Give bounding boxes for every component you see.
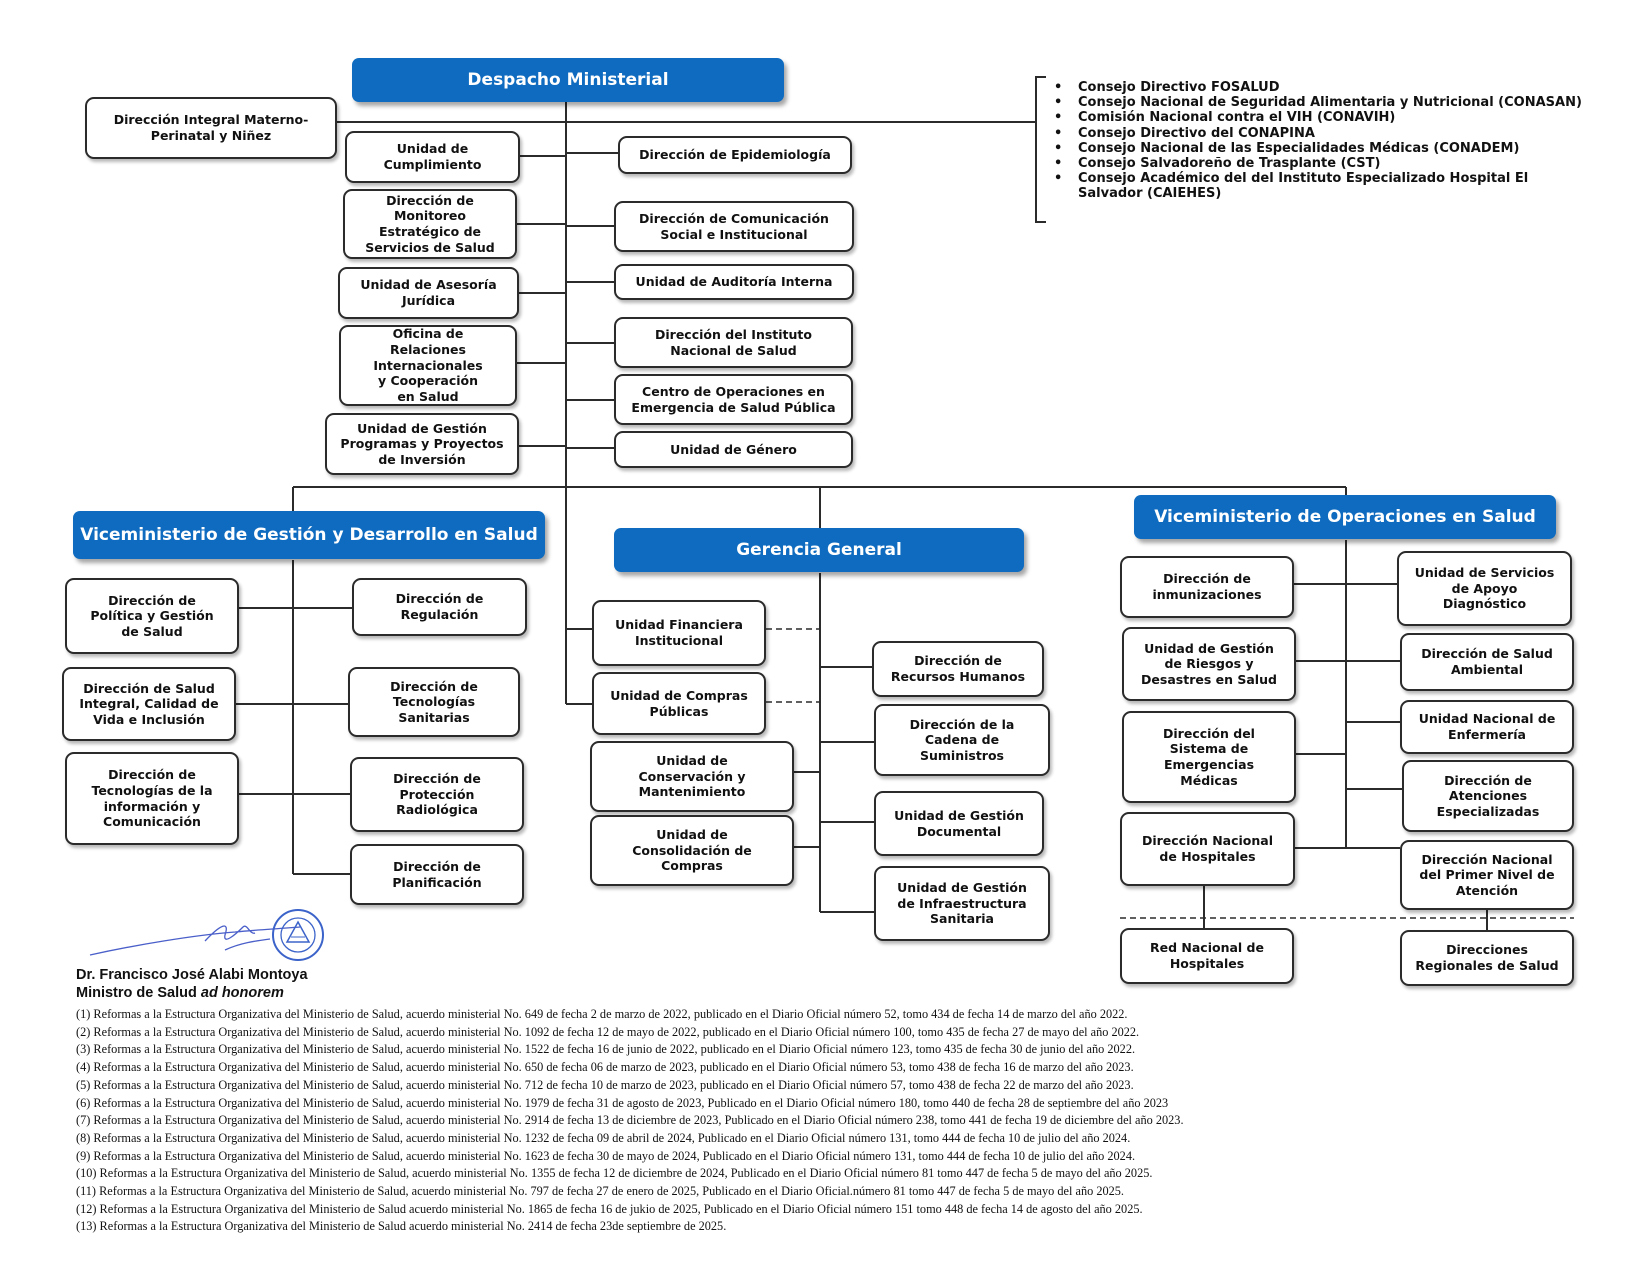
unidad-auditoria-interna-box: Unidad de Auditoría Interna xyxy=(614,264,854,300)
direccion-primer-nivel-box: Dirección Nacional del Primer Nivel de A… xyxy=(1400,840,1574,910)
direccion-salud-integral-box: Dirección de Salud Integral, Calidad de … xyxy=(62,667,236,741)
direccion-planificacion-box: Dirección de Planificación xyxy=(350,844,524,905)
minister-name: Dr. Francisco José Alabi Montoya xyxy=(76,967,308,983)
unidad-servicios-apoyo-diagnostico-box: Unidad de Servicios de Apoyo Diagnóstico xyxy=(1397,551,1572,626)
unidad-gestion-programas-box: Unidad de Gestión Programas y Proyectos … xyxy=(325,413,519,475)
direccion-comunicacion-box: Dirección de Comunicación Social e Insti… xyxy=(614,201,854,252)
footnote-line: (12) Reformas a la Estructura Organizati… xyxy=(76,1201,1143,1216)
footnote-line: (4) Reformas a la Estructura Organizativ… xyxy=(76,1060,1134,1075)
direccion-materno-perinatal-box: Dirección Integral Materno- Perinatal y … xyxy=(85,97,337,159)
oficina-relaciones-internacionales-box: Oficina de Relaciones Internacionales y … xyxy=(339,325,517,406)
reform-footnotes: (1) Reformas a la Estructura Organizativ… xyxy=(76,1006,1596,1236)
direccion-nacional-hospitales-box: Dirección Nacional de Hospitales xyxy=(1120,812,1295,886)
direccion-salud-ambiental-box: Dirección de Salud Ambiental xyxy=(1400,633,1574,691)
unidad-cumplimiento-box: Unidad de Cumplimiento xyxy=(345,131,520,183)
gerencia-general-header: Gerencia General xyxy=(614,528,1024,572)
councils-list: Consejo Directivo FOSALUD Consejo Nacion… xyxy=(1048,80,1593,202)
direccion-recursos-humanos-box: Dirección de Recursos Humanos xyxy=(872,641,1044,697)
direccion-proteccion-radiologica-box: Dirección de Protección Radiológica xyxy=(350,757,524,832)
footnote-line: (8) Reformas a la Estructura Organizativ… xyxy=(76,1130,1131,1145)
council-item: Consejo Directivo del CONAPINA xyxy=(1048,126,1593,141)
unidad-nacional-enfermeria-box: Unidad Nacional de Enfermería xyxy=(1400,700,1574,754)
red-nacional-hospitales-box: Red Nacional de Hospitales xyxy=(1120,928,1294,984)
unidad-asesoria-juridica-box: Unidad de Asesoría Jurídica xyxy=(338,267,519,319)
direcciones-regionales-box: Direcciones Regionales de Salud xyxy=(1400,930,1574,986)
unidad-gestion-riesgos-box: Unidad de Gestión de Riesgos y Desastres… xyxy=(1122,627,1296,701)
minister-title: Ministro de Salud ad honorem xyxy=(76,985,284,1001)
unidad-compras-publicas-box: Unidad de Compras Públicas xyxy=(592,672,766,735)
council-item: Comisión Nacional contra el VIH (CONAVIH… xyxy=(1048,110,1593,125)
unidad-financiera-box: Unidad Financiera Institucional xyxy=(592,600,766,666)
minister-title-italic: ad honorem xyxy=(200,985,284,1001)
unidad-consolidacion-compras-box: Unidad de Consolidación de Compras xyxy=(590,815,794,886)
unidad-conservacion-mantenimiento-box: Unidad de Conservación y Mantenimiento xyxy=(590,741,794,812)
footnote-line: (5) Reformas a la Estructura Organizativ… xyxy=(76,1077,1134,1092)
council-item: Consejo Nacional de Seguridad Alimentari… xyxy=(1048,95,1593,110)
direccion-inmunizaciones-box: Dirección de inmunizaciones xyxy=(1120,556,1294,618)
footnote-line: (6) Reformas a la Estructura Organizativ… xyxy=(76,1095,1169,1110)
direccion-epidemiologia-box: Dirección de Epidemiología xyxy=(618,136,852,174)
footnote-line: (11) Reformas a la Estructura Organizati… xyxy=(76,1184,1124,1199)
despacho-ministerial-header: Despacho Ministerial xyxy=(352,58,784,102)
direccion-tecnologias-sanitarias-box: Dirección de Tecnologías Sanitarias xyxy=(348,667,520,737)
footnote-line: (3) Reformas a la Estructura Organizativ… xyxy=(76,1042,1136,1057)
direccion-monitoreo-box: Dirección de Monitoreo Estratégico de Se… xyxy=(343,189,517,259)
direccion-regulacion-box: Dirección de Regulación xyxy=(352,578,527,636)
direccion-emergencias-medicas-box: Dirección del Sistema de Emergencias Méd… xyxy=(1122,711,1296,803)
council-item: Consejo Directivo FOSALUD xyxy=(1048,80,1593,95)
handwritten-signature xyxy=(89,925,301,956)
unidad-genero-box: Unidad de Género xyxy=(614,431,853,468)
unidad-gestion-infraestructura-box: Unidad de Gestión de Infraestructura San… xyxy=(874,866,1050,941)
council-item: Consejo Nacional de las Especialidades M… xyxy=(1048,141,1593,156)
unidad-gestion-documental-box: Unidad de Gestión Documental xyxy=(874,791,1044,856)
footnote-line: (9) Reformas a la Estructura Organizativ… xyxy=(76,1148,1136,1163)
direccion-atenciones-especializadas-box: Dirección de Atenciones Especializadas xyxy=(1402,760,1574,832)
minister-title-text: Ministro de Salud xyxy=(76,985,201,1001)
footnote-line: (13) Reformas a la Estructura Organizati… xyxy=(76,1219,727,1234)
direccion-politica-gestion-box: Dirección de Política y Gestión de Salud xyxy=(65,578,239,654)
direccion-tic-box: Dirección de Tecnologías de la informaci… xyxy=(65,752,239,845)
council-item: Consejo Académico del del Instituto Espe… xyxy=(1048,171,1593,201)
official-seal-icon xyxy=(272,909,324,961)
viceministerio-gestion-header: Viceministerio de Gestión y Desarrollo e… xyxy=(73,511,545,559)
direccion-instituto-nacional-salud-box: Dirección del Instituto Nacional de Salu… xyxy=(614,317,853,368)
footnote-line: (2) Reformas a la Estructura Organizativ… xyxy=(76,1024,1140,1039)
centro-operaciones-emergencia-box: Centro de Operaciones en Emergencia de S… xyxy=(614,374,853,425)
footnote-line: (7) Reformas a la Estructura Organizativ… xyxy=(76,1113,1184,1128)
footnote-line: (10) Reformas a la Estructura Organizati… xyxy=(76,1166,1153,1181)
direccion-cadena-suministros-box: Dirección de la Cadena de Suministros xyxy=(874,704,1050,776)
viceministerio-operaciones-header: Viceministerio de Operaciones en Salud xyxy=(1134,495,1556,539)
signature-and-seal xyxy=(89,909,324,961)
footnote-line: (1) Reformas a la Estructura Organizativ… xyxy=(76,1007,1128,1021)
council-item: Consejo Salvadoreño de Trasplante (CST) xyxy=(1048,156,1593,171)
